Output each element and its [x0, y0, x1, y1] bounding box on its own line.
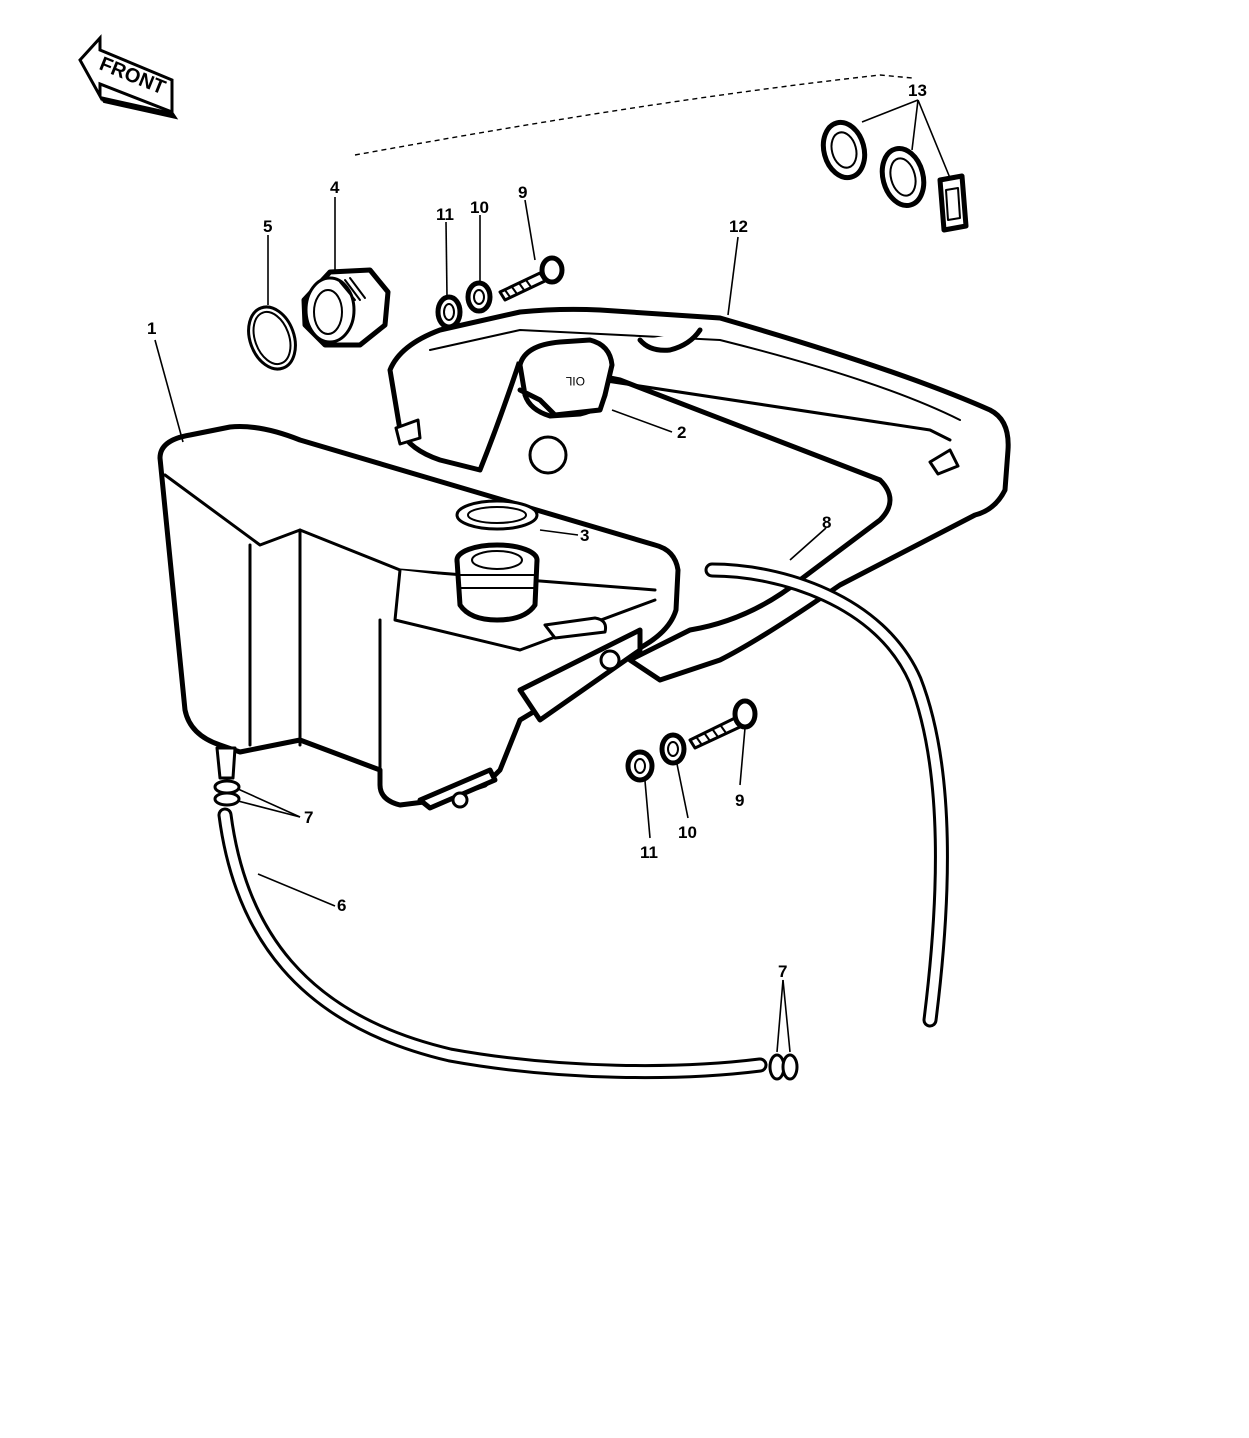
oil-tank-1 [157, 424, 681, 811]
grommets-13 [820, 119, 969, 233]
label-3: 3 [580, 526, 589, 545]
bolt-9-upper [498, 255, 565, 302]
hose-8 [704, 562, 949, 1028]
reference-dashed-line [354, 74, 913, 156]
o-ring-5 [247, 305, 297, 371]
cap-oil-text: OIL [565, 374, 585, 388]
clips-7-upper [213, 779, 241, 807]
label-7-upper: 7 [304, 808, 313, 827]
label-5: 5 [263, 217, 272, 236]
label-9-lower: 9 [735, 791, 744, 810]
label-11-lower: 11 [640, 843, 658, 862]
label-8: 8 [822, 513, 831, 532]
washer-10-lower [659, 732, 687, 766]
washer-10-upper [465, 280, 493, 314]
washer-11-lower [625, 749, 655, 783]
label-10-lower: 10 [678, 823, 697, 842]
part-number-labels: 1 2 3 4 5 6 7 7 8 9 9 10 10 11 11 12 13 [147, 81, 927, 981]
label-13: 13 [908, 81, 927, 100]
label-1: 1 [147, 319, 156, 338]
bolt-9-lower [688, 698, 758, 750]
filler-neck-4 [301, 267, 391, 348]
label-11-upper: 11 [436, 205, 454, 224]
hose-6 [217, 807, 768, 1080]
label-12: 12 [729, 217, 748, 236]
leader-lines [154, 99, 951, 1053]
label-6: 6 [337, 896, 346, 915]
label-10-upper: 10 [470, 198, 489, 217]
oil-cap-2: OIL [517, 337, 615, 419]
front-arrow-icon: FRONT [78, 34, 179, 120]
label-2: 2 [677, 423, 686, 442]
washer-11-upper [435, 294, 463, 330]
gasket-3 [455, 499, 539, 531]
label-4: 4 [330, 178, 340, 197]
clips-7-lower [768, 1053, 799, 1081]
label-7-lower: 7 [778, 962, 787, 981]
label-9-upper: 9 [518, 183, 527, 202]
